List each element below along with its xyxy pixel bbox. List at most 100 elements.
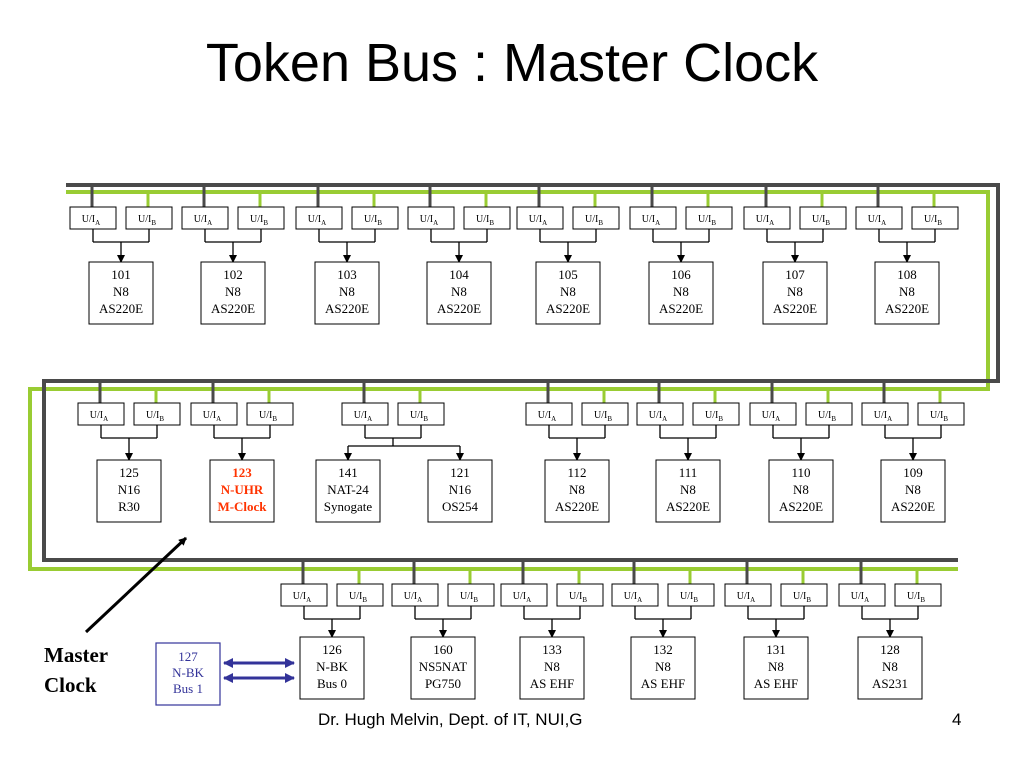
row3-group-1-node-line-2: N-BK xyxy=(316,659,348,674)
row3-group-1-node-line-1: 126 xyxy=(322,642,342,657)
row2-group-2-node xyxy=(209,459,275,523)
row1-group-8-node-line-3: AS220E xyxy=(885,301,929,316)
row2-group-4-node-line-1: 112 xyxy=(567,465,586,480)
row2-group-6-node xyxy=(768,459,834,523)
row2-group-3-node-right xyxy=(427,459,493,523)
page-title: Token Bus : Master Clock xyxy=(205,33,819,93)
row1-group-4-node-line-1: 104 xyxy=(449,267,469,282)
row2-group-3-node-left-line-1: 141 xyxy=(338,465,358,480)
row3-group-4-node-line-1: 132 xyxy=(653,642,673,657)
row3-group-6-node-line-2: N8 xyxy=(882,659,898,674)
row2-group-3-node-left-line-2: NAT-24 xyxy=(327,482,369,497)
row1-group-5-node-line-1: 105 xyxy=(558,267,578,282)
row1-group-2-node-line-3: AS220E xyxy=(211,301,255,316)
row3-group-4-node-line-3: AS EHF xyxy=(641,676,685,691)
row2-group-1-node xyxy=(96,459,162,523)
row2-group-4-node-line-3: AS220E xyxy=(555,499,599,514)
row3-group-2-node xyxy=(410,636,476,700)
row2-group-5-node-line-3: AS220E xyxy=(666,499,710,514)
row1-group-4-node xyxy=(426,261,492,325)
master-clock-line-2: Clock xyxy=(44,673,97,697)
row1-group-1-node-line-2: N8 xyxy=(113,284,129,299)
row1-group-7-node-line-2: N8 xyxy=(787,284,803,299)
row2-group-6-node-line-3: AS220E xyxy=(779,499,823,514)
master-clock-label: Master Clock xyxy=(44,640,108,700)
row1-group-6-node-line-2: N8 xyxy=(673,284,689,299)
row1-group-3-node-line-1: 103 xyxy=(337,267,357,282)
master-clock-pointer xyxy=(84,536,188,634)
row2-group-3-node-right-line-3: OS254 xyxy=(442,499,479,514)
row3-group-4-node xyxy=(630,636,696,700)
row2-group-1-node-line-3: R30 xyxy=(118,499,140,514)
row1-group-5-node-line-3: AS220E xyxy=(546,301,590,316)
node-127-line-2: N-BK xyxy=(172,665,204,680)
page-number: 4 xyxy=(952,710,962,729)
row1-group-2-node-line-1: 102 xyxy=(223,267,243,282)
row2-group-3-node-left-line-3: Synogate xyxy=(324,499,373,514)
row1-group-3-node-line-2: N8 xyxy=(339,284,355,299)
row3-group-5-node xyxy=(743,636,809,700)
row3-group-5-node-line-3: AS EHF xyxy=(754,676,798,691)
row2-group-7-node-line-3: AS220E xyxy=(891,499,935,514)
row3-group-5-node-line-1: 131 xyxy=(766,642,786,657)
row1-group-1-node-line-3: AS220E xyxy=(99,301,143,316)
row1-group-2-node xyxy=(200,261,266,325)
row1-group-1-node xyxy=(88,261,154,325)
row2-group-7-node-line-1: 109 xyxy=(903,465,923,480)
row3-group-4-node-line-2: N8 xyxy=(655,659,671,674)
row2-group-2-node-line-2: N-UHR xyxy=(221,482,264,497)
row3-group-6-node-line-1: 128 xyxy=(880,642,900,657)
row1-group-2-node-line-2: N8 xyxy=(225,284,241,299)
row1-group-6-node-line-1: 106 xyxy=(671,267,691,282)
row2-group-7-node-line-2: N8 xyxy=(905,482,921,497)
row1-group-3-node-line-3: AS220E xyxy=(325,301,369,316)
row1-group-7-node xyxy=(762,261,828,325)
row2-group-5-node-line-2: N8 xyxy=(680,482,696,497)
row1-group-4-node-line-2: N8 xyxy=(451,284,467,299)
row2-group-3-node-right-line-2: N16 xyxy=(449,482,472,497)
row2-group-6-node-line-2: N8 xyxy=(793,482,809,497)
row2-group-3-node-right-line-1: 121 xyxy=(450,465,470,480)
row2-group-2-node-line-1: 123 xyxy=(232,465,252,480)
row1-group-3-node xyxy=(314,261,380,325)
row2-group-2-node-line-3: M-Clock xyxy=(217,499,267,514)
row1-group-7-node-line-1: 107 xyxy=(785,267,805,282)
row1-group-4-node-line-3: AS220E xyxy=(437,301,481,316)
row3-group-5-node-line-2: N8 xyxy=(768,659,784,674)
row3-group-1-node xyxy=(299,636,365,700)
row3-group-2-node-line-1: 160 xyxy=(433,642,453,657)
row3-group-6-node-line-3: AS231 xyxy=(872,676,908,691)
row3-group-2-node-line-2: NS5NAT xyxy=(419,659,467,674)
row1-group-8-node-line-2: N8 xyxy=(899,284,915,299)
row3-group-1-node-line-3: Bus 0 xyxy=(317,676,347,691)
row1-group-1-node-line-1: 101 xyxy=(111,267,131,282)
row3-group-3-node-line-3: AS EHF xyxy=(530,676,574,691)
token-bus-green xyxy=(28,190,990,571)
row1-group-8-node-line-1: 108 xyxy=(897,267,917,282)
row3-group-3-node-line-1: 133 xyxy=(542,642,562,657)
row1-group-6-node xyxy=(648,261,714,325)
row1-group-7-node-line-3: AS220E xyxy=(773,301,817,316)
row3-group-3-node xyxy=(519,636,585,700)
row3-group-2-node-line-3: PG750 xyxy=(425,676,461,691)
footer-credit: Dr. Hugh Melvin, Dept. of IT, NUI,G xyxy=(318,710,583,729)
row1-group-5-node xyxy=(535,261,601,325)
node-127-line-3: Bus 1 xyxy=(173,681,203,696)
row2-group-4-node-line-2: N8 xyxy=(569,482,585,497)
row2-group-5-node xyxy=(655,459,721,523)
row1-group-6-node-line-3: AS220E xyxy=(659,301,703,316)
row3-group-6-node xyxy=(857,636,923,700)
token-bus-gray xyxy=(42,183,1000,562)
node-127-box xyxy=(155,642,221,706)
row2-group-5-node-line-1: 111 xyxy=(679,465,698,480)
row2-group-6-node-line-1: 110 xyxy=(791,465,810,480)
row2-group-3-node-left xyxy=(315,459,381,523)
node-127-line-1: 127 xyxy=(178,649,198,664)
master-clock-line-1: Master xyxy=(44,643,109,667)
row2-group-4-node xyxy=(544,459,610,523)
row2-group-7-node xyxy=(880,459,946,523)
row2-group-1-node-line-1: 125 xyxy=(119,465,139,480)
